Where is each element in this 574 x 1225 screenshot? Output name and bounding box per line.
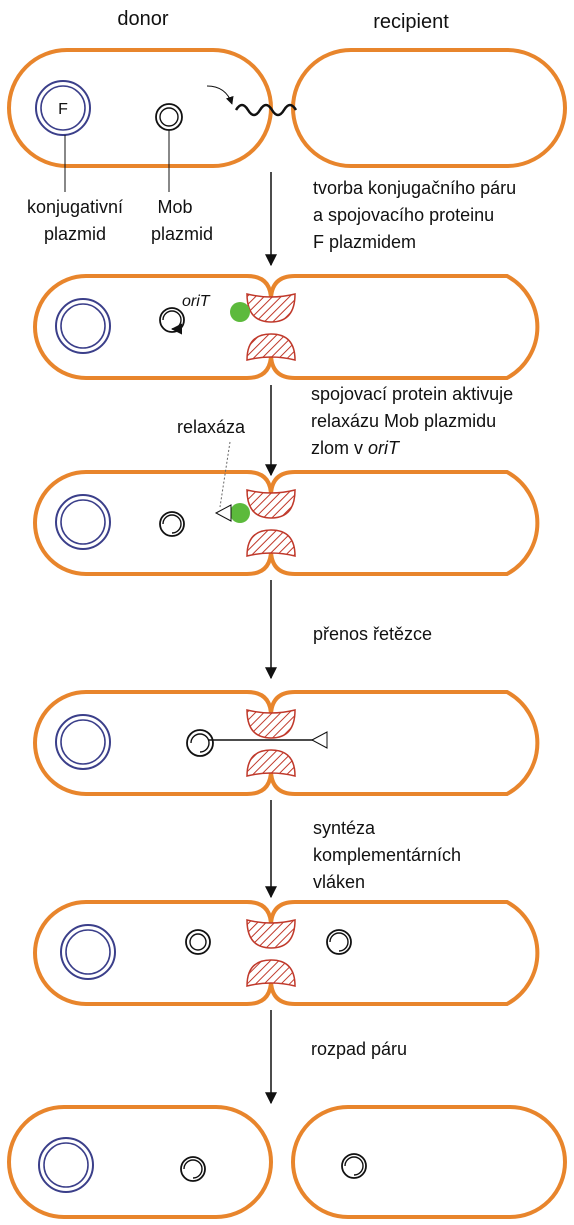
bridge-bottom: [246, 333, 296, 361]
mob-inner-arc: [162, 310, 183, 335]
mob-inner-arc: [183, 1159, 203, 1179]
step-1-line-1: tvorba konjugačního páru: [313, 178, 516, 198]
pilus-line: [234, 103, 298, 117]
bridge-bottom: [246, 749, 296, 777]
stage-4: [33, 690, 540, 796]
coupling-protein: [230, 503, 250, 523]
step-1-line-2: a spojovacího proteinu: [313, 205, 494, 225]
recipient-header: recipient: [373, 11, 449, 33]
mob-plasmid-recipient: [326, 929, 352, 955]
step-4-line-2: komplementárních: [313, 845, 461, 865]
bridge-top: [246, 489, 296, 519]
step-4-line-1: syntéza: [313, 818, 376, 838]
relaxase-triangle: [214, 504, 232, 522]
coupling-protein: [230, 302, 250, 322]
mob-inner-arc: [344, 1156, 364, 1176]
stage-1: F: [7, 48, 567, 192]
step-2-line-1: spojovací protein aktivuje: [311, 384, 513, 404]
recipient-cell: [291, 1105, 567, 1219]
bridge-top: [246, 293, 296, 323]
step-1-line-3: F plazmidem: [313, 232, 416, 252]
conjugative-plasmid-label-1: konjugativní: [27, 197, 123, 217]
conjugative-plasmid-label-2: plazmid: [44, 224, 106, 244]
f-plasmid: [55, 298, 111, 354]
bridge-top: [246, 919, 296, 949]
mob-inner-arc: [329, 932, 349, 952]
curved-arrow-icon: [206, 85, 234, 105]
stage-6: [7, 1105, 567, 1219]
mob-plasmid-donor: [185, 929, 211, 955]
bridge-bottom: [246, 959, 296, 987]
mob-inner-arc: [162, 514, 182, 534]
mating-pair-outline: [33, 470, 540, 576]
mating-pair-outline: [33, 274, 540, 380]
bridge-top: [246, 709, 296, 739]
orit-label: oriT: [182, 293, 211, 310]
mob-inner-arc: [190, 733, 210, 753]
stage-5: [33, 900, 540, 1006]
f-plasmid-letter: F: [58, 101, 68, 118]
recipient-cell: [291, 48, 567, 168]
mating-pair-outline: [33, 900, 540, 1006]
step-4-line-3: vláken: [313, 872, 365, 892]
step-3-line-1: přenos řetězce: [313, 624, 432, 644]
relaxase-leader: [219, 441, 231, 508]
mob-plasmid: [159, 511, 185, 537]
donor-cell: [7, 1105, 273, 1219]
mob-plasmid-label-1: Mob: [157, 197, 192, 217]
step-5-line-1: rozpad páru: [311, 1039, 407, 1059]
mob-plasmid-recipient: [341, 1153, 367, 1179]
step-2-line-2: relaxázu Mob plazmidu: [311, 411, 496, 431]
mob-plasmid-label-2: plazmid: [151, 224, 213, 244]
mob-plasmid: [186, 729, 214, 757]
mob-plasmid-donor: [180, 1156, 206, 1182]
f-plasmid: [55, 714, 111, 770]
relaxase-triangle: [310, 731, 328, 749]
f-plasmid: [60, 924, 116, 980]
donor-header: donor: [117, 8, 168, 30]
f-plasmid: [38, 1137, 94, 1193]
stage-2: oriT: [33, 274, 540, 380]
mating-pair-outline: [33, 690, 540, 796]
bridge-bottom: [246, 529, 296, 557]
stage-3: [33, 441, 540, 576]
donor-cell: [7, 48, 273, 168]
f-plasmid: [55, 494, 111, 550]
relaxase-label: relaxáza: [177, 417, 246, 437]
f-plasmid: [35, 80, 91, 136]
step-2-line-3: zlom v oriT: [311, 438, 401, 458]
